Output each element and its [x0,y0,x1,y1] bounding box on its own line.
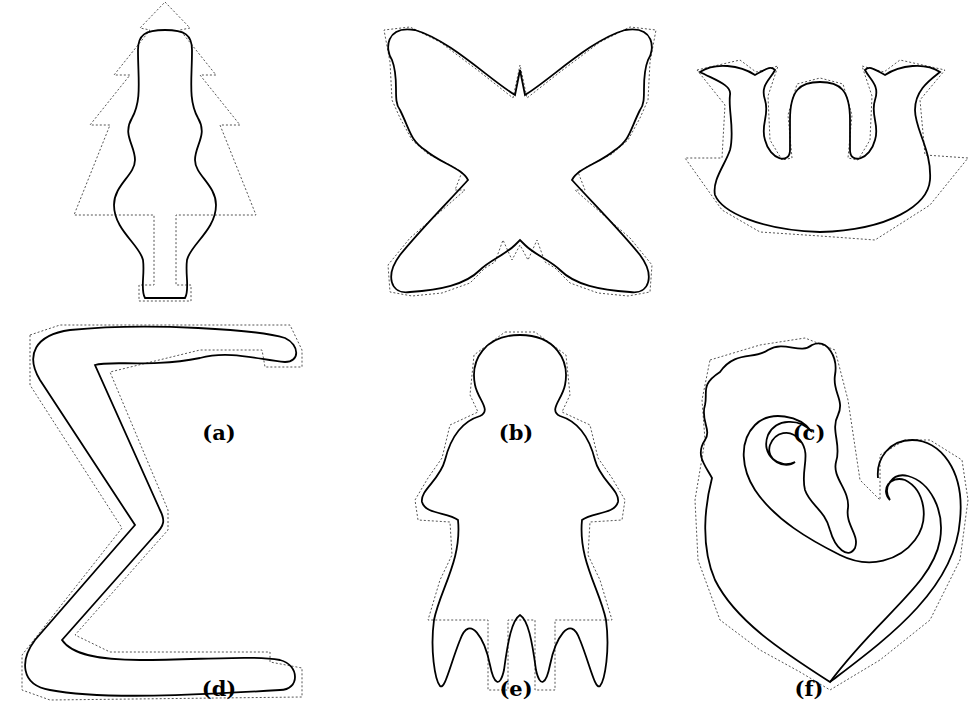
smooth-outline [701,344,941,682]
smooth-outline [25,327,296,696]
smooth-outline [114,30,216,298]
polygon-outline [384,27,656,296]
polygon-outline [685,60,968,240]
panel-label: (e) [499,676,532,701]
panel-label: (a) [202,420,235,445]
smooth-outline [700,66,940,232]
smooth-outline [830,440,961,682]
panel-label: (b) [499,420,534,445]
polygon-outline [695,338,968,690]
panel-label: (f) [795,676,824,701]
panel-label: (c) [793,420,826,445]
smooth-outline [388,29,652,292]
polygon-outline [74,2,256,301]
panel-label: (d) [202,676,237,701]
polygon-outline [22,325,302,700]
polygon-outline [415,332,625,690]
smooth-outline [422,335,618,686]
